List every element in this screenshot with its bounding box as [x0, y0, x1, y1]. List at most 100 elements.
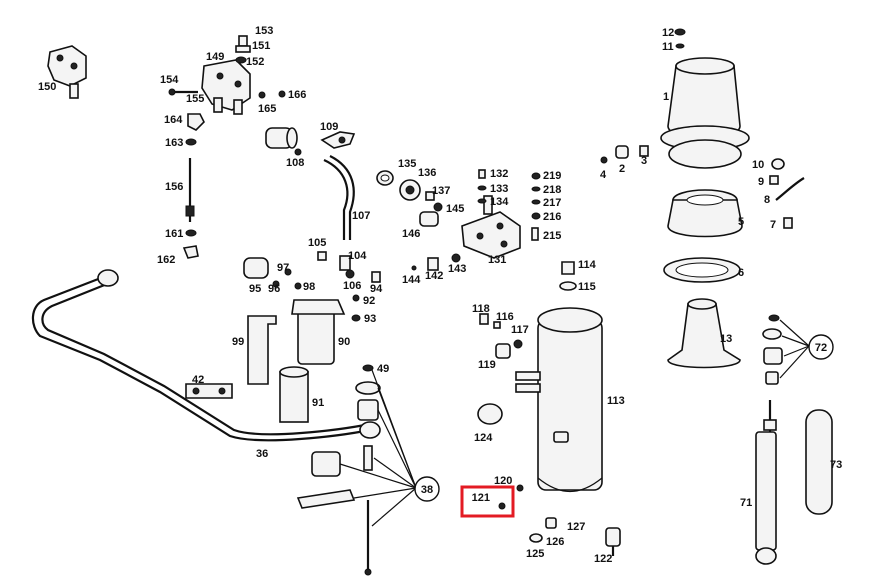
label-132: 132 — [490, 168, 508, 180]
label-143: 143 — [448, 263, 466, 275]
callout-72: 72 — [808, 334, 834, 360]
label-118: 118 — [472, 303, 490, 315]
fittings-120-127 — [498, 484, 557, 543]
label-131: 131 — [488, 254, 506, 266]
label-136: 136 — [418, 167, 436, 179]
label-109: 109 — [320, 121, 338, 133]
valve-122 — [605, 527, 621, 556]
label-166: 166 — [288, 89, 306, 101]
label-122: 122 — [594, 553, 612, 565]
small-parts-2-4-11-12 — [600, 28, 686, 164]
filter-95 — [243, 257, 292, 288]
label-95: 95 — [249, 283, 261, 295]
label-164: 164 — [164, 114, 183, 126]
label-216: 216 — [543, 211, 561, 223]
label-146: 146 — [402, 228, 420, 240]
label-49: 49 — [377, 363, 389, 375]
label-155: 155 — [186, 93, 204, 105]
label-10: 10 — [752, 159, 764, 171]
label-93: 93 — [364, 313, 376, 325]
fittings-115-119 — [479, 261, 577, 359]
clamp-109 — [320, 131, 356, 149]
label-162: 162 — [157, 254, 175, 266]
fitting-164 — [187, 113, 205, 131]
label-107: 107 — [352, 210, 370, 222]
label-161: 161 — [165, 228, 183, 240]
label-12: 12 — [662, 27, 674, 39]
label-116: 116 — [496, 311, 514, 323]
bellows-5 — [667, 189, 743, 238]
air-spring-1 — [660, 57, 750, 169]
highlight-frame — [460, 485, 515, 518]
label-11: 11 — [662, 41, 674, 53]
diaphragm-136 — [399, 179, 421, 201]
highlight-box-121[interactable]: 121 — [460, 485, 515, 518]
label-114: 114 — [578, 259, 597, 271]
small-parts-151-153 — [235, 35, 286, 99]
label-163: 163 — [165, 137, 183, 149]
label-71: 71 — [740, 497, 752, 509]
valve-block-150 — [47, 45, 87, 99]
label-1: 1 — [663, 91, 669, 103]
label-117: 117 — [511, 324, 529, 336]
sleeve-91 — [279, 366, 309, 423]
shock-absorber-71 — [755, 400, 777, 565]
air-tank-113 — [515, 307, 603, 492]
ring-135 — [376, 170, 394, 186]
part-labels: 153 151 152 149 150 154 155 165 166 164 … — [38, 25, 842, 565]
label-135: 135 — [398, 158, 416, 170]
label-134: 134 — [490, 196, 509, 208]
fittings-104-106 — [294, 251, 381, 322]
label-137: 137 — [432, 185, 450, 197]
label-6: 6 — [738, 267, 744, 279]
label-92: 92 — [363, 295, 375, 307]
damper-108 — [265, 127, 302, 156]
hose-107 — [323, 155, 355, 240]
seals-132-134 — [477, 169, 487, 204]
callout-38-text: 38 — [421, 484, 433, 496]
label-142: 142 — [425, 270, 443, 282]
label-73: 73 — [830, 459, 842, 471]
small-parts-7-10 — [769, 158, 805, 229]
label-108: 108 — [286, 157, 304, 169]
label-98: 98 — [303, 281, 315, 293]
bolt-154 — [168, 88, 198, 96]
label-145: 145 — [446, 203, 464, 215]
label-105: 105 — [308, 237, 326, 249]
label-126: 126 — [546, 536, 564, 548]
label-150: 150 — [38, 81, 56, 93]
bushing-49 — [355, 364, 381, 395]
label-154: 154 — [160, 74, 179, 86]
label-217: 217 — [543, 197, 561, 209]
label-2: 2 — [619, 163, 625, 175]
label-42: 42 — [192, 374, 204, 386]
label-8: 8 — [764, 194, 770, 206]
label-36: 36 — [256, 448, 268, 460]
leader-lines — [339, 319, 810, 527]
label-121: 121 — [472, 492, 490, 504]
label-106: 106 — [343, 280, 361, 292]
label-120: 120 — [494, 475, 512, 487]
cap-124 — [477, 403, 503, 425]
valve-block-149 — [201, 59, 251, 115]
label-165: 165 — [258, 103, 276, 115]
label-125: 125 — [526, 548, 544, 560]
label-5: 5 — [738, 216, 744, 228]
bushing-38 — [296, 399, 379, 576]
label-144: 144 — [402, 274, 421, 286]
label-99: 99 — [232, 336, 244, 348]
label-7: 7 — [770, 219, 776, 231]
canister-90 — [291, 299, 346, 365]
label-91: 91 — [312, 397, 324, 409]
label-156: 156 — [165, 181, 183, 193]
label-4: 4 — [600, 169, 607, 181]
protective-tube-73 — [805, 409, 833, 515]
seal-ring-6 — [663, 257, 741, 283]
label-124: 124 — [474, 432, 493, 444]
bracket-42 — [185, 383, 233, 399]
mounting-parts-72 — [762, 314, 783, 385]
label-153: 153 — [255, 25, 273, 37]
label-219: 219 — [543, 170, 561, 182]
stabilizer-bar-36 — [31, 269, 381, 442]
label-119: 119 — [478, 359, 496, 371]
